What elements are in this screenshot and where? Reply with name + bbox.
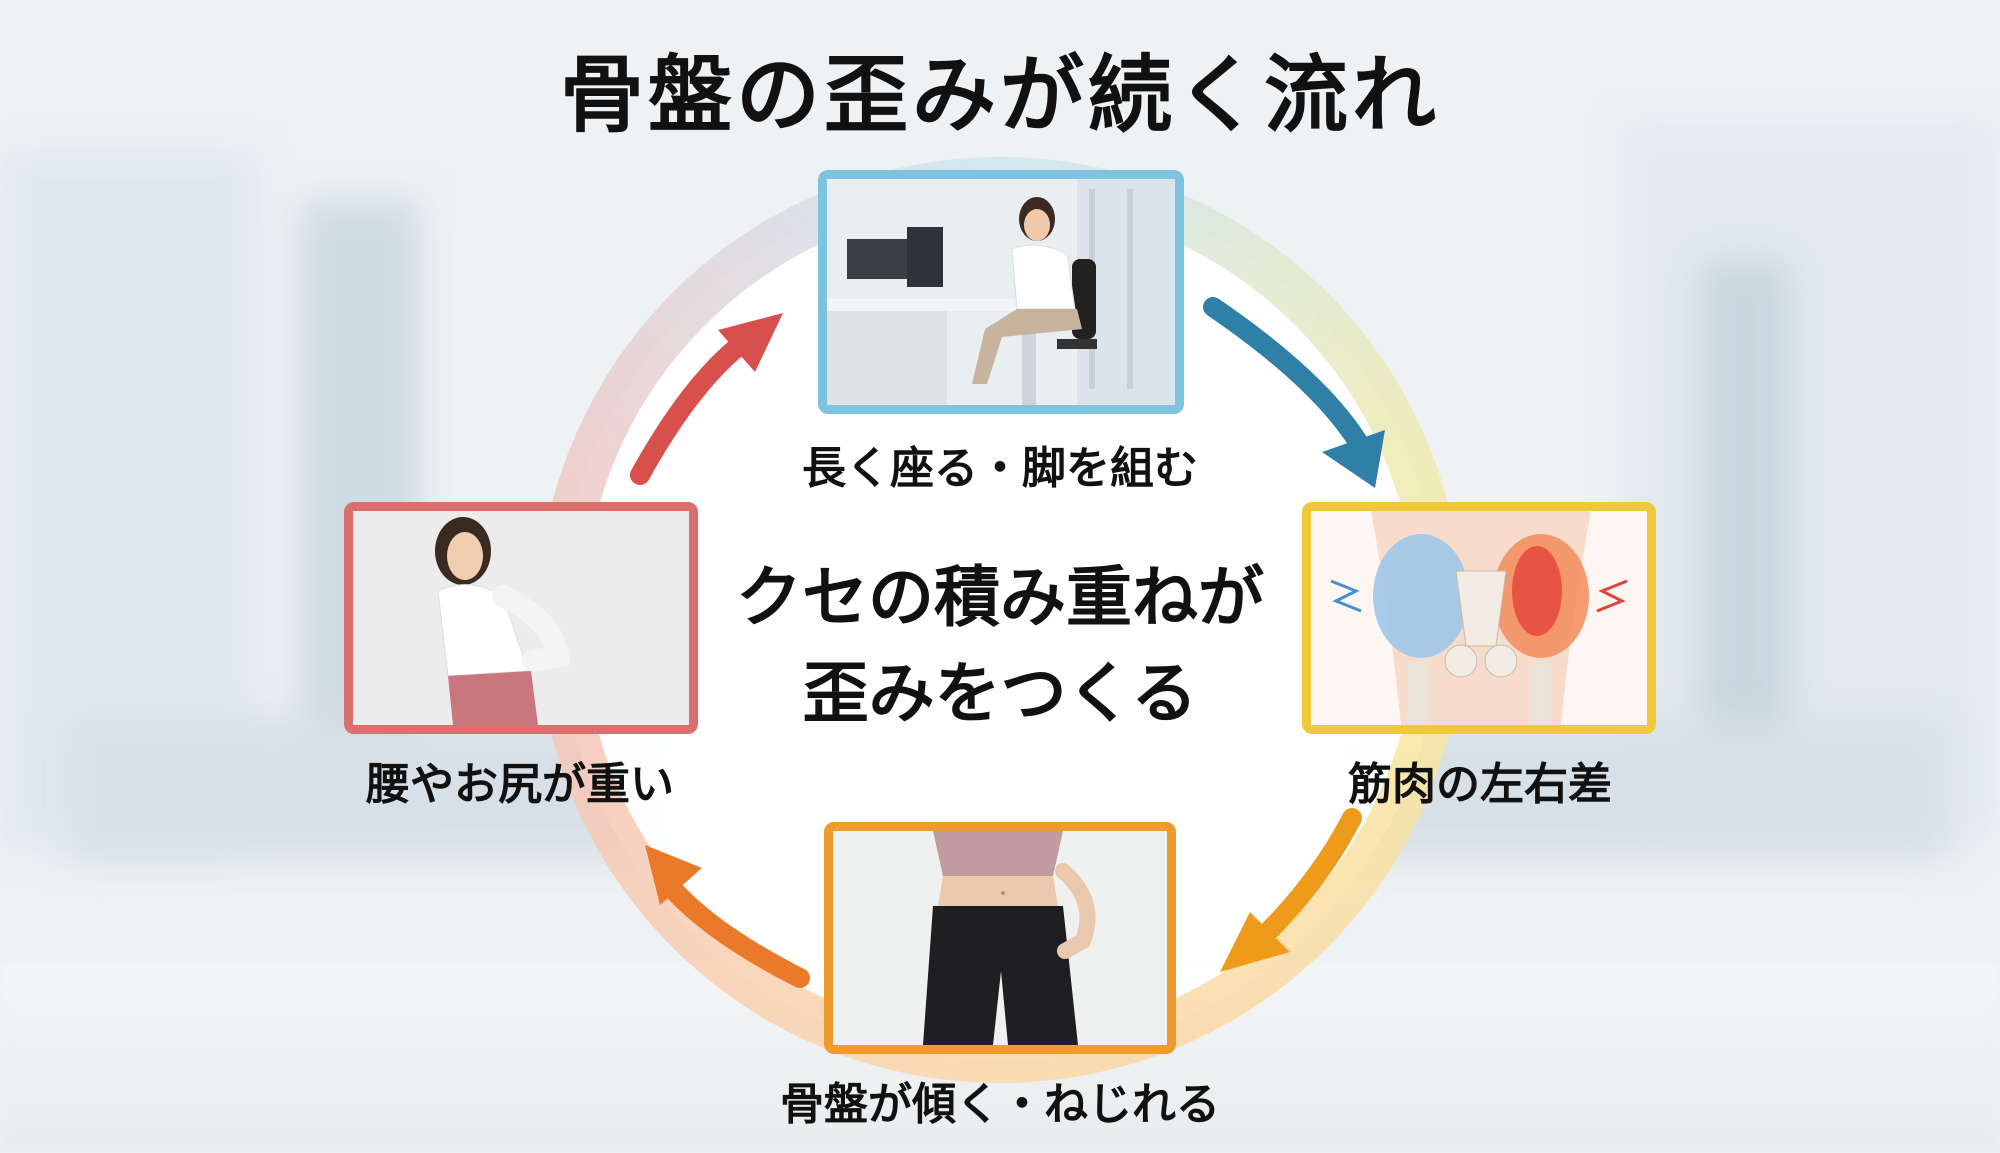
step-label-sitting: 長く座る・脚を組む — [802, 443, 1198, 494]
arrow-bottom-right-icon — [1220, 808, 1362, 972]
step-card-back-pain — [344, 502, 698, 734]
pelvis-muscle-illustration-icon — [1311, 511, 1647, 725]
center-message: クセの積み重ねが 歪みをつくる — [690, 550, 1310, 742]
office-sitting-photo-icon — [827, 179, 1175, 405]
step-card-sitting — [818, 170, 1184, 414]
step-card-pelvis-tilt — [824, 822, 1176, 1054]
page-title: 骨盤の歪みが続く流れ — [559, 46, 1440, 144]
center-message-line-1: クセの積み重ねが — [736, 559, 1264, 636]
arrow-bottom-left-icon — [645, 845, 810, 988]
step-label-back-pain: 腰やお尻が重い — [366, 759, 674, 810]
arrow-top-left-icon — [630, 313, 783, 485]
back-pain-photo-icon — [353, 511, 689, 725]
step-label-pelvis-tilt: 骨盤が傾く・ねじれる — [780, 1079, 1220, 1130]
step-label-muscle: 筋肉の左右差 — [1348, 759, 1612, 810]
waist-posture-photo-icon — [833, 831, 1167, 1045]
arrow-top-right-icon — [1203, 297, 1385, 488]
step-card-muscle — [1302, 502, 1656, 734]
center-message-line-2: 歪みをつくる — [802, 655, 1198, 732]
